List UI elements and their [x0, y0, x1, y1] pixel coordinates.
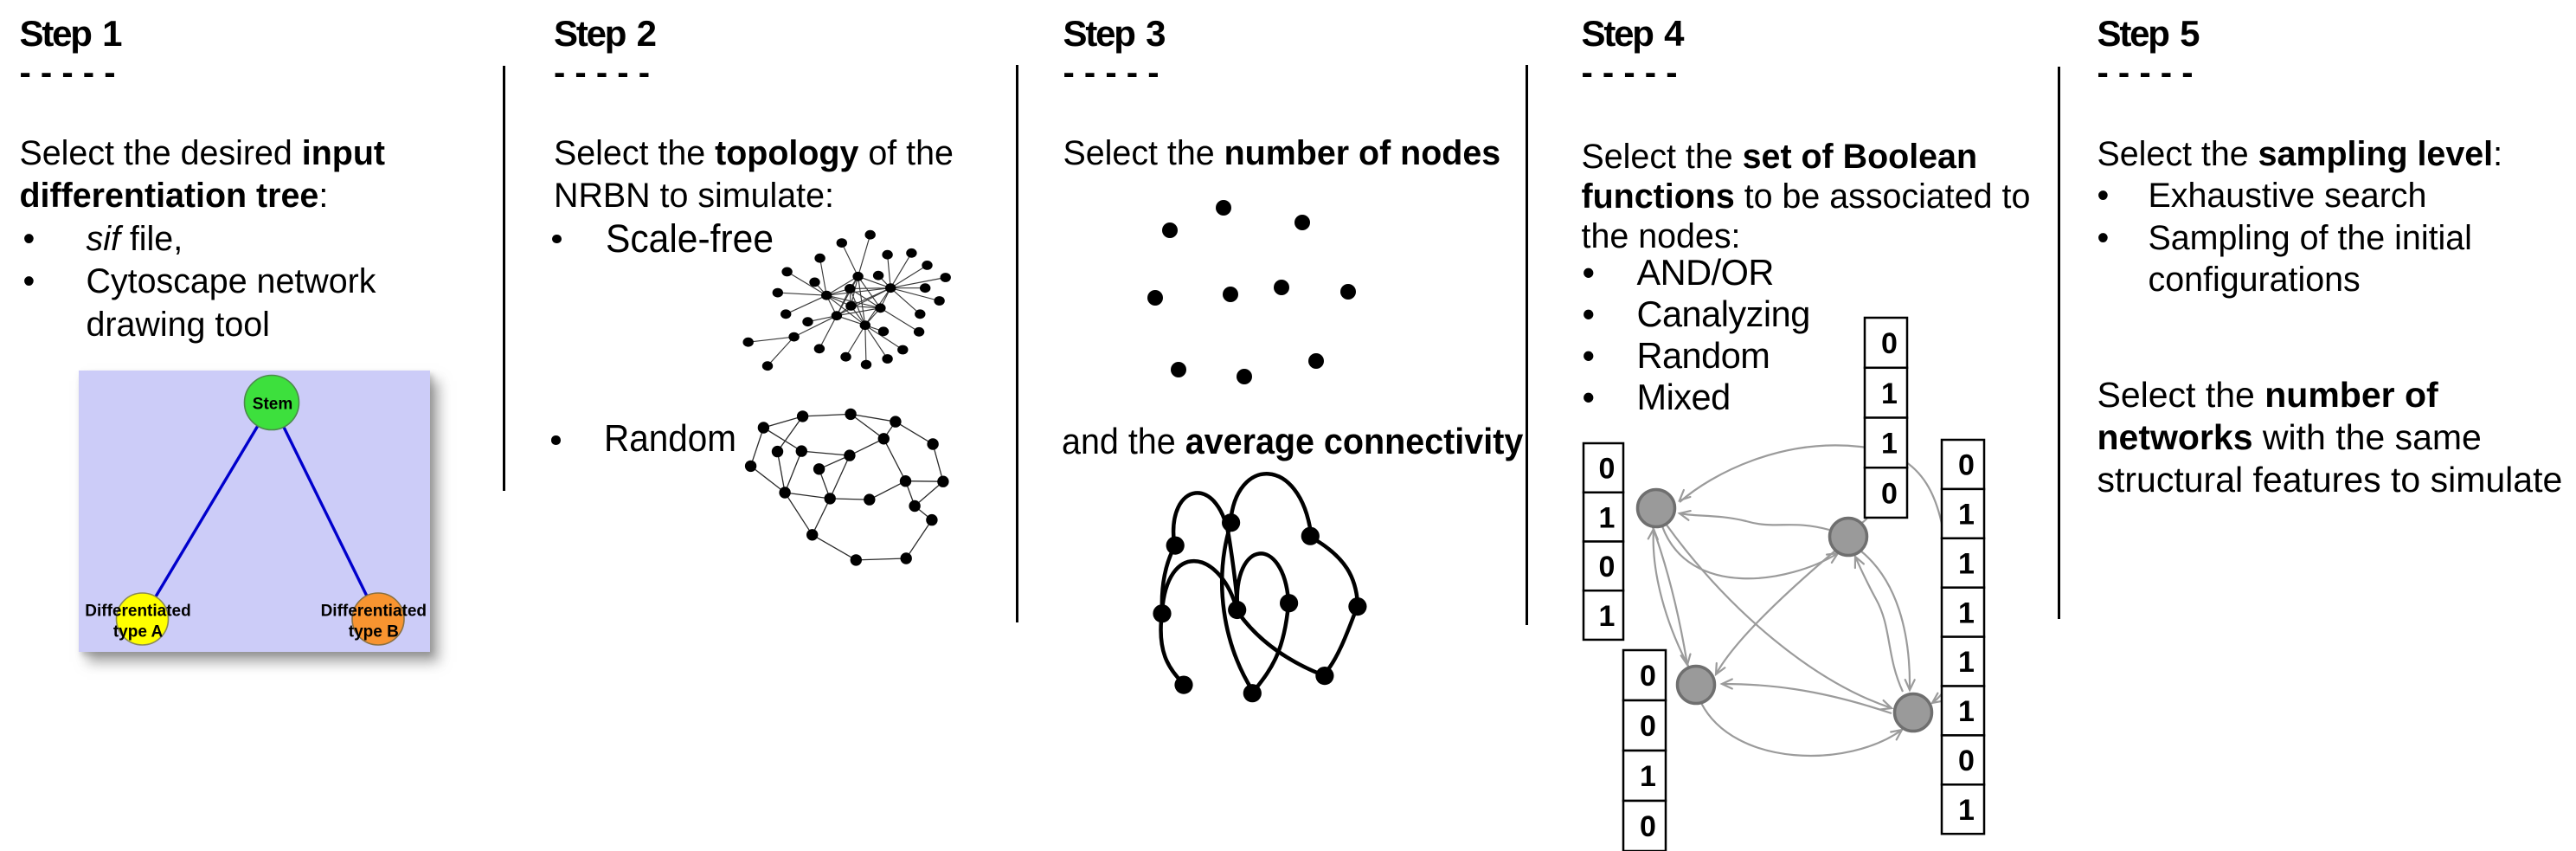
svg-text:0: 0	[1599, 453, 1616, 486]
svg-text:1: 1	[1881, 428, 1898, 461]
svg-text:1: 1	[1958, 499, 1975, 532]
svg-text:0: 0	[1599, 551, 1616, 583]
svg-text:1: 1	[1958, 547, 1975, 580]
svg-text:0: 0	[1958, 449, 1975, 482]
svg-text:1: 1	[1599, 600, 1616, 633]
svg-text:0: 0	[1958, 745, 1975, 777]
svg-text:1: 1	[1640, 760, 1656, 793]
svg-text:1: 1	[1958, 596, 1975, 629]
svg-text:Differentiated: Differentiated	[85, 602, 190, 620]
svg-text:1: 1	[1958, 794, 1975, 827]
svg-text:0: 0	[1640, 710, 1656, 743]
svg-text:0: 0	[1640, 660, 1656, 693]
svg-text:0: 0	[1881, 327, 1898, 360]
svg-text:Differentiated: Differentiated	[321, 602, 427, 620]
svg-text:1: 1	[1881, 377, 1898, 410]
svg-text:0: 0	[1881, 477, 1898, 510]
svg-text:1: 1	[1958, 646, 1975, 679]
svg-text:Stem: Stem	[253, 395, 292, 413]
svg-text:type A: type A	[113, 622, 164, 641]
svg-text:1: 1	[1958, 695, 1975, 728]
svg-text:0: 0	[1640, 810, 1656, 843]
svg-text:type B: type B	[349, 622, 399, 641]
svg-text:1: 1	[1599, 501, 1616, 534]
